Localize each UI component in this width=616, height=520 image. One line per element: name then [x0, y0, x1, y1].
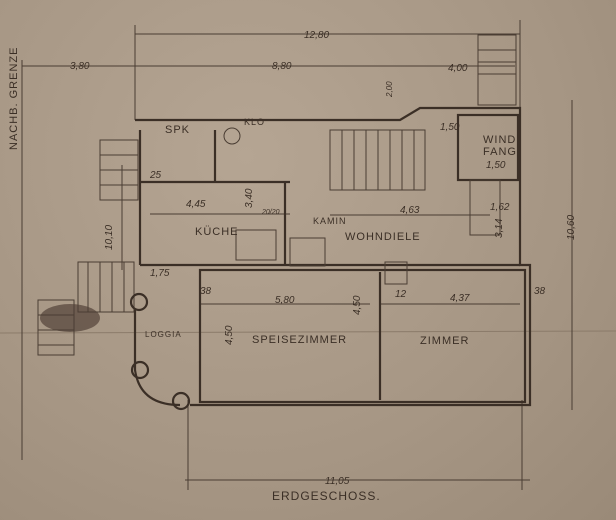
room-label-speisezimmer: SPEISEZIMMER [252, 334, 347, 346]
dim-windfang-door: 1,50 [440, 122, 460, 133]
dim-wall-25: 25 [149, 170, 162, 181]
dim-diele-width: 4,63 [400, 205, 420, 216]
staircase [329, 129, 426, 191]
dim-windfang-width: 1,50 [486, 160, 506, 171]
drawing-title: ERDGESCHOSS. [272, 489, 381, 503]
dim-kueche-depth: 3,40 [244, 188, 255, 208]
dim-step: 1,62 [490, 202, 510, 213]
walls [135, 106, 532, 407]
dim-depth-right: 10,60 [566, 215, 577, 240]
dim-chimney: 20/20 [261, 209, 280, 216]
room-label-loggia: LOGGIA [145, 330, 182, 339]
room-label-spk: SPK [165, 124, 190, 136]
dim-wall-12: 12 [395, 289, 407, 300]
dim-zimmer-depth: 4,50 [352, 295, 363, 315]
dimension-lines [22, 20, 573, 490]
room-label-klo: KLO [244, 117, 265, 127]
room-label-wohndiele: WOHNDIELE [345, 231, 421, 243]
loggia-columns [129, 127, 241, 411]
dim-right-part: 4,00 [448, 63, 468, 74]
dim-kueche-width: 4,45 [186, 199, 206, 210]
entrance-steps [477, 34, 517, 106]
boundary-label: NACHB. GRENZE [8, 47, 20, 150]
room-label-kamin: KAMIN [313, 216, 347, 226]
dim-zimmer-width: 4,37 [450, 293, 470, 304]
room-label-zimmer: ZIMMER [420, 335, 469, 347]
room-label-fang: FANG [483, 146, 517, 158]
room-label-kueche: KÜCHE [195, 226, 239, 238]
dim-depth-left: 10,10 [104, 225, 115, 250]
dim-wall-38-left: 38 [200, 286, 212, 297]
dim-left-setback: 3,80 [70, 61, 90, 72]
dim-total-bottom: 11,05 [325, 476, 350, 487]
dim-diele-depth: 3,14 [494, 218, 505, 238]
dim-speise-depth: 4,50 [224, 325, 235, 345]
dim-total-top: 12,80 [304, 30, 329, 41]
paper-fold [0, 330, 616, 334]
dim-main-width: 8,80 [272, 61, 292, 72]
dim-speise-width: 5,80 [275, 295, 295, 306]
dim-wall-38-right: 38 [534, 286, 546, 297]
dim-stair-offset: 2,00 [385, 81, 394, 98]
room-label-wind: WIND [483, 134, 516, 146]
side-steps [37, 139, 139, 356]
dim-loggia-width: 1,75 [150, 268, 170, 279]
ink-stain [40, 304, 100, 332]
